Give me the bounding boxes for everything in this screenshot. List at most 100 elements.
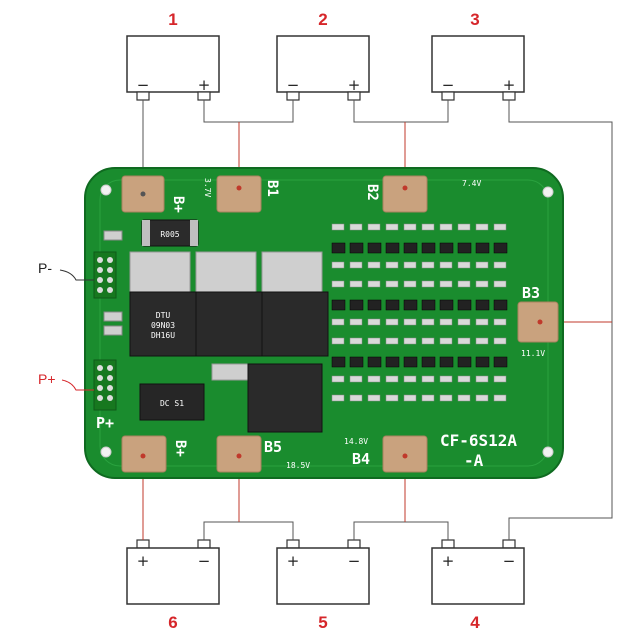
smd-resistor — [331, 280, 345, 288]
smd-transistor — [475, 356, 490, 368]
resistor-cap — [190, 220, 198, 246]
pad-dot — [140, 453, 146, 459]
p-minus-leader — [59, 269, 94, 281]
smd-resistor — [475, 223, 489, 231]
smd-resistor — [367, 375, 381, 383]
smd-resistor — [457, 394, 471, 402]
header-block — [93, 251, 117, 299]
neg-sign: − — [137, 76, 150, 94]
silk-model: CF-6S12A — [440, 431, 517, 450]
smd-transistor — [439, 356, 454, 368]
smd-resistor — [457, 337, 471, 345]
smd-resistor — [403, 394, 417, 402]
smd-transistor — [493, 242, 508, 254]
smd-resistor — [457, 280, 471, 288]
smd-resistor — [493, 337, 507, 345]
smd-transistor — [439, 299, 454, 311]
smd-resistor — [457, 223, 471, 231]
smd-resistor — [421, 337, 435, 345]
battery-4: + − 4 — [431, 539, 525, 632]
smd-transistor — [349, 299, 364, 311]
smd-component-grid — [331, 223, 508, 402]
mosfet-tab — [195, 251, 257, 293]
battery-terminal-neg — [502, 539, 516, 549]
battery-2: 2 − + — [276, 10, 370, 101]
smd-resistor — [475, 375, 489, 383]
smd-resistor — [367, 280, 381, 288]
pad-b1 — [216, 175, 262, 213]
silk-model-suffix: -A — [464, 451, 484, 470]
smd-resistor — [331, 318, 345, 326]
smd-transistor — [367, 356, 382, 368]
smd-resistor — [349, 261, 363, 269]
pos-sign: + — [503, 76, 516, 94]
smd-resistor — [421, 223, 435, 231]
mosfet-body — [129, 291, 197, 357]
smd-resistor — [349, 394, 363, 402]
p-plus-callout: P+ — [38, 371, 94, 391]
silk-7-4v: 7.4V — [462, 179, 481, 188]
silk-3-7v: 3.7V — [203, 178, 212, 197]
smd-resistor — [331, 375, 345, 383]
battery-body — [276, 547, 370, 605]
silk-b1: B1 — [264, 180, 280, 197]
mosfet-row: DTU 09N03 DH16U — [129, 251, 329, 357]
smd-transistor — [331, 242, 346, 254]
smd-transistor — [403, 242, 418, 254]
smd-resistor — [367, 394, 381, 402]
smd-resistor — [385, 223, 399, 231]
smd-transistor — [385, 299, 400, 311]
battery-number-1: 1 — [168, 10, 177, 29]
smd-transistor — [367, 299, 382, 311]
battery-number-5: 5 — [318, 613, 327, 632]
smd-resistor — [367, 261, 381, 269]
silk-11-1v: 11.1V — [521, 349, 545, 358]
battery-number-2: 2 — [318, 10, 327, 29]
battery-6: + − 6 — [126, 539, 220, 632]
smd-transistor — [439, 242, 454, 254]
wire-1-2 — [203, 100, 294, 123]
smd-resistor — [475, 318, 489, 326]
mosfet-tab — [129, 251, 191, 293]
smd-resistor — [349, 223, 363, 231]
smd-resistor — [385, 280, 399, 288]
smd-resistor — [439, 375, 453, 383]
smd-transistor — [457, 299, 472, 311]
neg-sign: − — [348, 552, 361, 570]
smd-transistor — [403, 299, 418, 311]
pad-dot — [140, 191, 146, 197]
smd-resistor — [331, 394, 345, 402]
smd-resistor — [403, 280, 417, 288]
smd-resistor — [385, 261, 399, 269]
pos-sign: + — [348, 76, 361, 94]
smd-transistor — [349, 356, 364, 368]
smd-transistor — [331, 356, 346, 368]
smd-resistor — [493, 280, 507, 288]
battery-number-3: 3 — [470, 10, 479, 29]
wire-2-3 — [353, 100, 449, 123]
silk-b2: B2 — [364, 184, 380, 201]
smd-transistor — [493, 356, 508, 368]
mount-hole — [100, 446, 112, 458]
smd-resistor — [439, 223, 453, 231]
p-plus-label: P+ — [38, 371, 56, 387]
mosfet-marking: 09N03 — [151, 321, 175, 330]
smd-resistor — [439, 337, 453, 345]
smd-resistor — [493, 261, 507, 269]
silk-b3: B3 — [522, 284, 540, 302]
smd-resistor — [421, 261, 435, 269]
smd-resistor — [349, 337, 363, 345]
battery-number-4: 4 — [470, 613, 480, 632]
smd-resistor — [421, 318, 435, 326]
smd-resistor — [475, 394, 489, 402]
smd-resistor — [457, 375, 471, 383]
mosfet-body — [247, 363, 323, 433]
smd-transistor — [385, 242, 400, 254]
smd-resistor — [403, 337, 417, 345]
smd-resistor — [475, 337, 489, 345]
p-minus-callout: P- — [38, 260, 94, 281]
battery-5: + − 5 — [276, 539, 370, 632]
mosfet-marking: DTU — [156, 311, 171, 320]
smd-resistor — [331, 261, 345, 269]
smd-transistor — [421, 356, 436, 368]
